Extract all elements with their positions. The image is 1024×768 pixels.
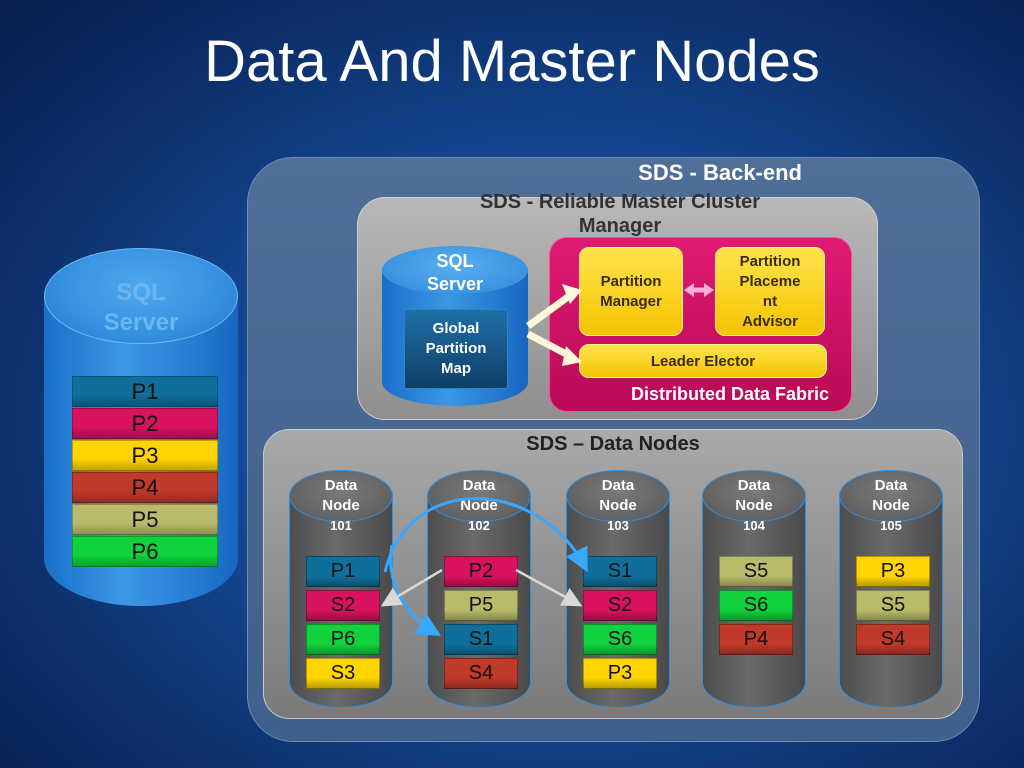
sql-partition-p2: P2 (72, 408, 218, 439)
gpm-to-partition-manager-arrow (525, 291, 575, 329)
node-104-partition-s6: S6 (719, 590, 793, 621)
leader-elector-box: Leader Elector (579, 344, 827, 378)
node-101-partition-s3: S3 (306, 658, 380, 689)
node-105-partition-s5: S5 (856, 590, 930, 621)
node-102-partition-s4: S4 (444, 658, 518, 689)
master-cluster-manager-title: SDS - Reliable Master Cluster Manager (479, 191, 761, 237)
sql-partition-p1: P1 (72, 376, 218, 407)
node-101-partition-p6: P6 (306, 624, 380, 655)
sql-partition-p5: P5 (72, 504, 218, 535)
master-sql-server-label: SQL Server (426, 251, 484, 294)
node-105-partition-p3: P3 (856, 556, 930, 587)
replication-arrow-p2-to-s2-node103 (515, 568, 583, 607)
sql-partition-p6: P6 (72, 536, 218, 567)
partition-manager-box: Partition Manager (579, 247, 683, 336)
global-partition-map-box: Global Partition Map (404, 309, 508, 389)
node-103-partition-s1: S1 (583, 556, 657, 587)
node-102-partition-p2: P2 (444, 556, 518, 587)
node-101-partition-s2: S2 (306, 590, 380, 621)
slide-title: Data And Master Nodes (204, 29, 820, 94)
sql-server-label: SQL Server (103, 279, 179, 336)
node-102-partition-s1: S1 (444, 624, 518, 655)
node-103-partition-s6: S6 (583, 624, 657, 655)
node-104-partition-s5: S5 (719, 556, 793, 587)
node-103-partition-s2: S2 (583, 590, 657, 621)
gpm-to-leader-elector-arrow (526, 330, 572, 360)
replication-arc-p1-to-s1 (383, 497, 588, 573)
gpm-to-partition-manager-arrowhead (562, 284, 582, 304)
distributed-data-fabric-label: Distributed Data Fabric (630, 384, 829, 404)
node-101-partition-p1: P1 (306, 556, 380, 587)
replication-arc-p1-to-node102 (389, 544, 442, 637)
replication-arrow-p2-to-s2-node101 (380, 568, 443, 607)
sql-partition-p4: P4 (72, 472, 218, 503)
gpm-to-leader-elector-arrowhead (562, 346, 582, 366)
partition-placement-advisor-box: Partition Placeme nt Advisor (715, 247, 825, 336)
sql-partition-p3: P3 (72, 440, 218, 471)
data-nodes-title: SDS – Data Nodes (526, 433, 700, 455)
sds-backend-title: SDS - Back-end (638, 160, 802, 185)
node-104-partition-p4: P4 (719, 624, 793, 655)
node-103-partition-p3: P3 (583, 658, 657, 689)
node-102-partition-p5: P5 (444, 590, 518, 621)
node-105-partition-s4: S4 (856, 624, 930, 655)
